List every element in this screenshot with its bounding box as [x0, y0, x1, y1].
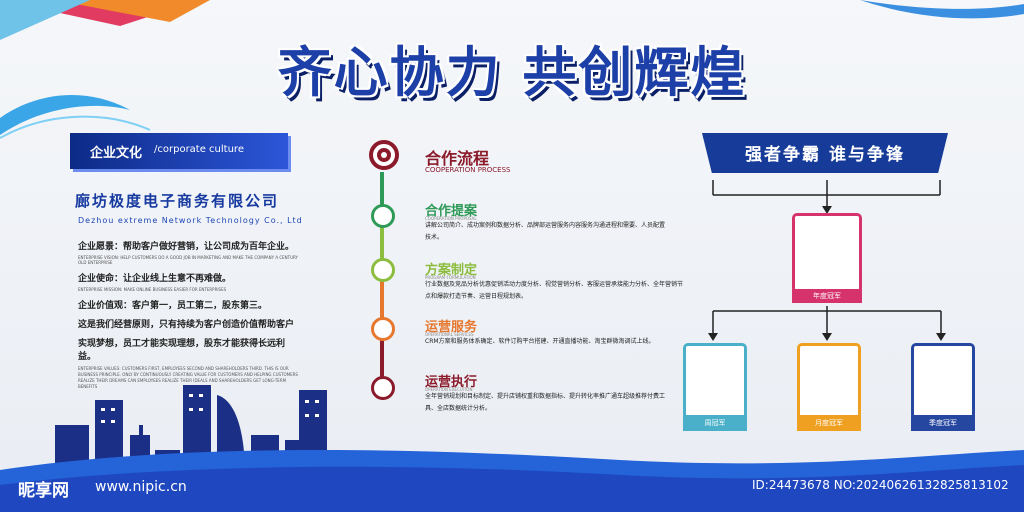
bottom-wave	[0, 450, 1024, 512]
step-subtitle: OPERATIONAL SERVICES	[425, 332, 474, 337]
culture-header-en: /corporate culture	[154, 144, 244, 155]
process-subtitle: COOPERATION PROCESS	[425, 166, 511, 174]
decorative-waves	[0, 0, 1024, 139]
value-line-en: ENTERPRISE MISSION: MAKE ONLINE BUSINESS…	[78, 287, 227, 292]
timeline-segment	[380, 172, 384, 212]
value-line-en: ENTERPRISE VALUES: CUSTOMERS FIRST, EMPL…	[78, 366, 298, 389]
company-name-cn: 廊坊极度电子商务有限公司	[75, 192, 280, 210]
champion-card-quarterly	[911, 343, 975, 419]
step-title: 运营服务	[425, 320, 478, 335]
process-title: 合作流程	[425, 149, 490, 168]
card-label: 月度冠军	[797, 415, 861, 431]
culture-header-cn: 企业文化	[90, 146, 143, 161]
org-connectors	[708, 180, 946, 341]
step-subtitle: COOPERATION PROPOSAL	[425, 216, 477, 221]
timeline-segment	[380, 280, 384, 328]
step-title: 方案制定	[425, 263, 478, 278]
value-line: 企业价值观：客户第一，员工第二，股东第三。	[78, 301, 268, 311]
value-line: 企业使命：让企业线上生意不再难做。	[78, 274, 232, 284]
step-subtitle: OPERATION EXECUTION	[425, 387, 473, 392]
values-block: 企业愿景：帮助客户做好营销，让公司成为百年企业。 ENTERPRISE VISI…	[78, 237, 298, 390]
timeline-node	[371, 204, 395, 228]
value-line: 这是我们经营原则，只有持续为客户创造价值帮助客户	[78, 320, 295, 330]
timeline-segment	[380, 222, 384, 270]
timeline-node	[371, 258, 395, 282]
step-text: 全年营销规划和目标制定、提升店铺权重和数据指标、提升转化率推广通车超级推荐付费工…	[425, 393, 666, 412]
timeline-segment	[380, 338, 384, 378]
value-line: 实现梦想，员工才能实现理想，股东才能获得长远利益。	[78, 339, 286, 362]
champion-card-annual	[792, 213, 862, 293]
watermark-url: www.nipic.cn	[95, 479, 187, 495]
culture-header: 企业文化 /corporate culture	[70, 133, 288, 169]
company-name-en: Dezhou extreme Network Technology Co., L…	[78, 216, 303, 225]
step-text: 讲解公司简介、成功案例和数据分析、品牌部运营服务内容服务沟通进程和需要、人员配置…	[425, 222, 666, 241]
champion-banner	[702, 133, 948, 173]
value-line-en: ENTERPRISE VISION: HELP CUSTOMERS DO A G…	[78, 255, 298, 265]
card-label: 周冠军	[683, 415, 747, 431]
champion-banner-text: 强者争霸 谁与争锋	[745, 145, 905, 165]
champion-card-weekly	[683, 343, 747, 419]
step-text: CRM方案和服务体系确定、软件订购平台搭建、开通直播功能、淘宝群微淘调试上线。	[425, 338, 655, 345]
step-subtitle: PROGRAM FORMULATION	[425, 275, 476, 280]
process-target-icon	[369, 140, 399, 170]
card-label: 季度冠军	[911, 415, 975, 431]
value-line: 企业愿景：帮助客户做好营销，让公司成为百年企业。	[78, 242, 295, 252]
timeline-node	[371, 376, 395, 400]
step-title: 运营执行	[425, 375, 478, 390]
champion-card-monthly	[797, 343, 861, 419]
page-title: 齐心协力 共创辉煌	[277, 41, 747, 104]
watermark-id: ID:24473678 NO:20240626132825813102	[752, 478, 1009, 492]
step-title: 合作提案	[425, 204, 478, 219]
watermark-logo: 昵享网	[18, 481, 69, 501]
timeline-node	[371, 317, 395, 341]
step-text: 行业数据及竞品分析优惠促销活动力度分析、视觉营销分析、客服运营承接能力分析、全年…	[425, 281, 684, 300]
card-label: 年度冠军	[792, 289, 862, 303]
